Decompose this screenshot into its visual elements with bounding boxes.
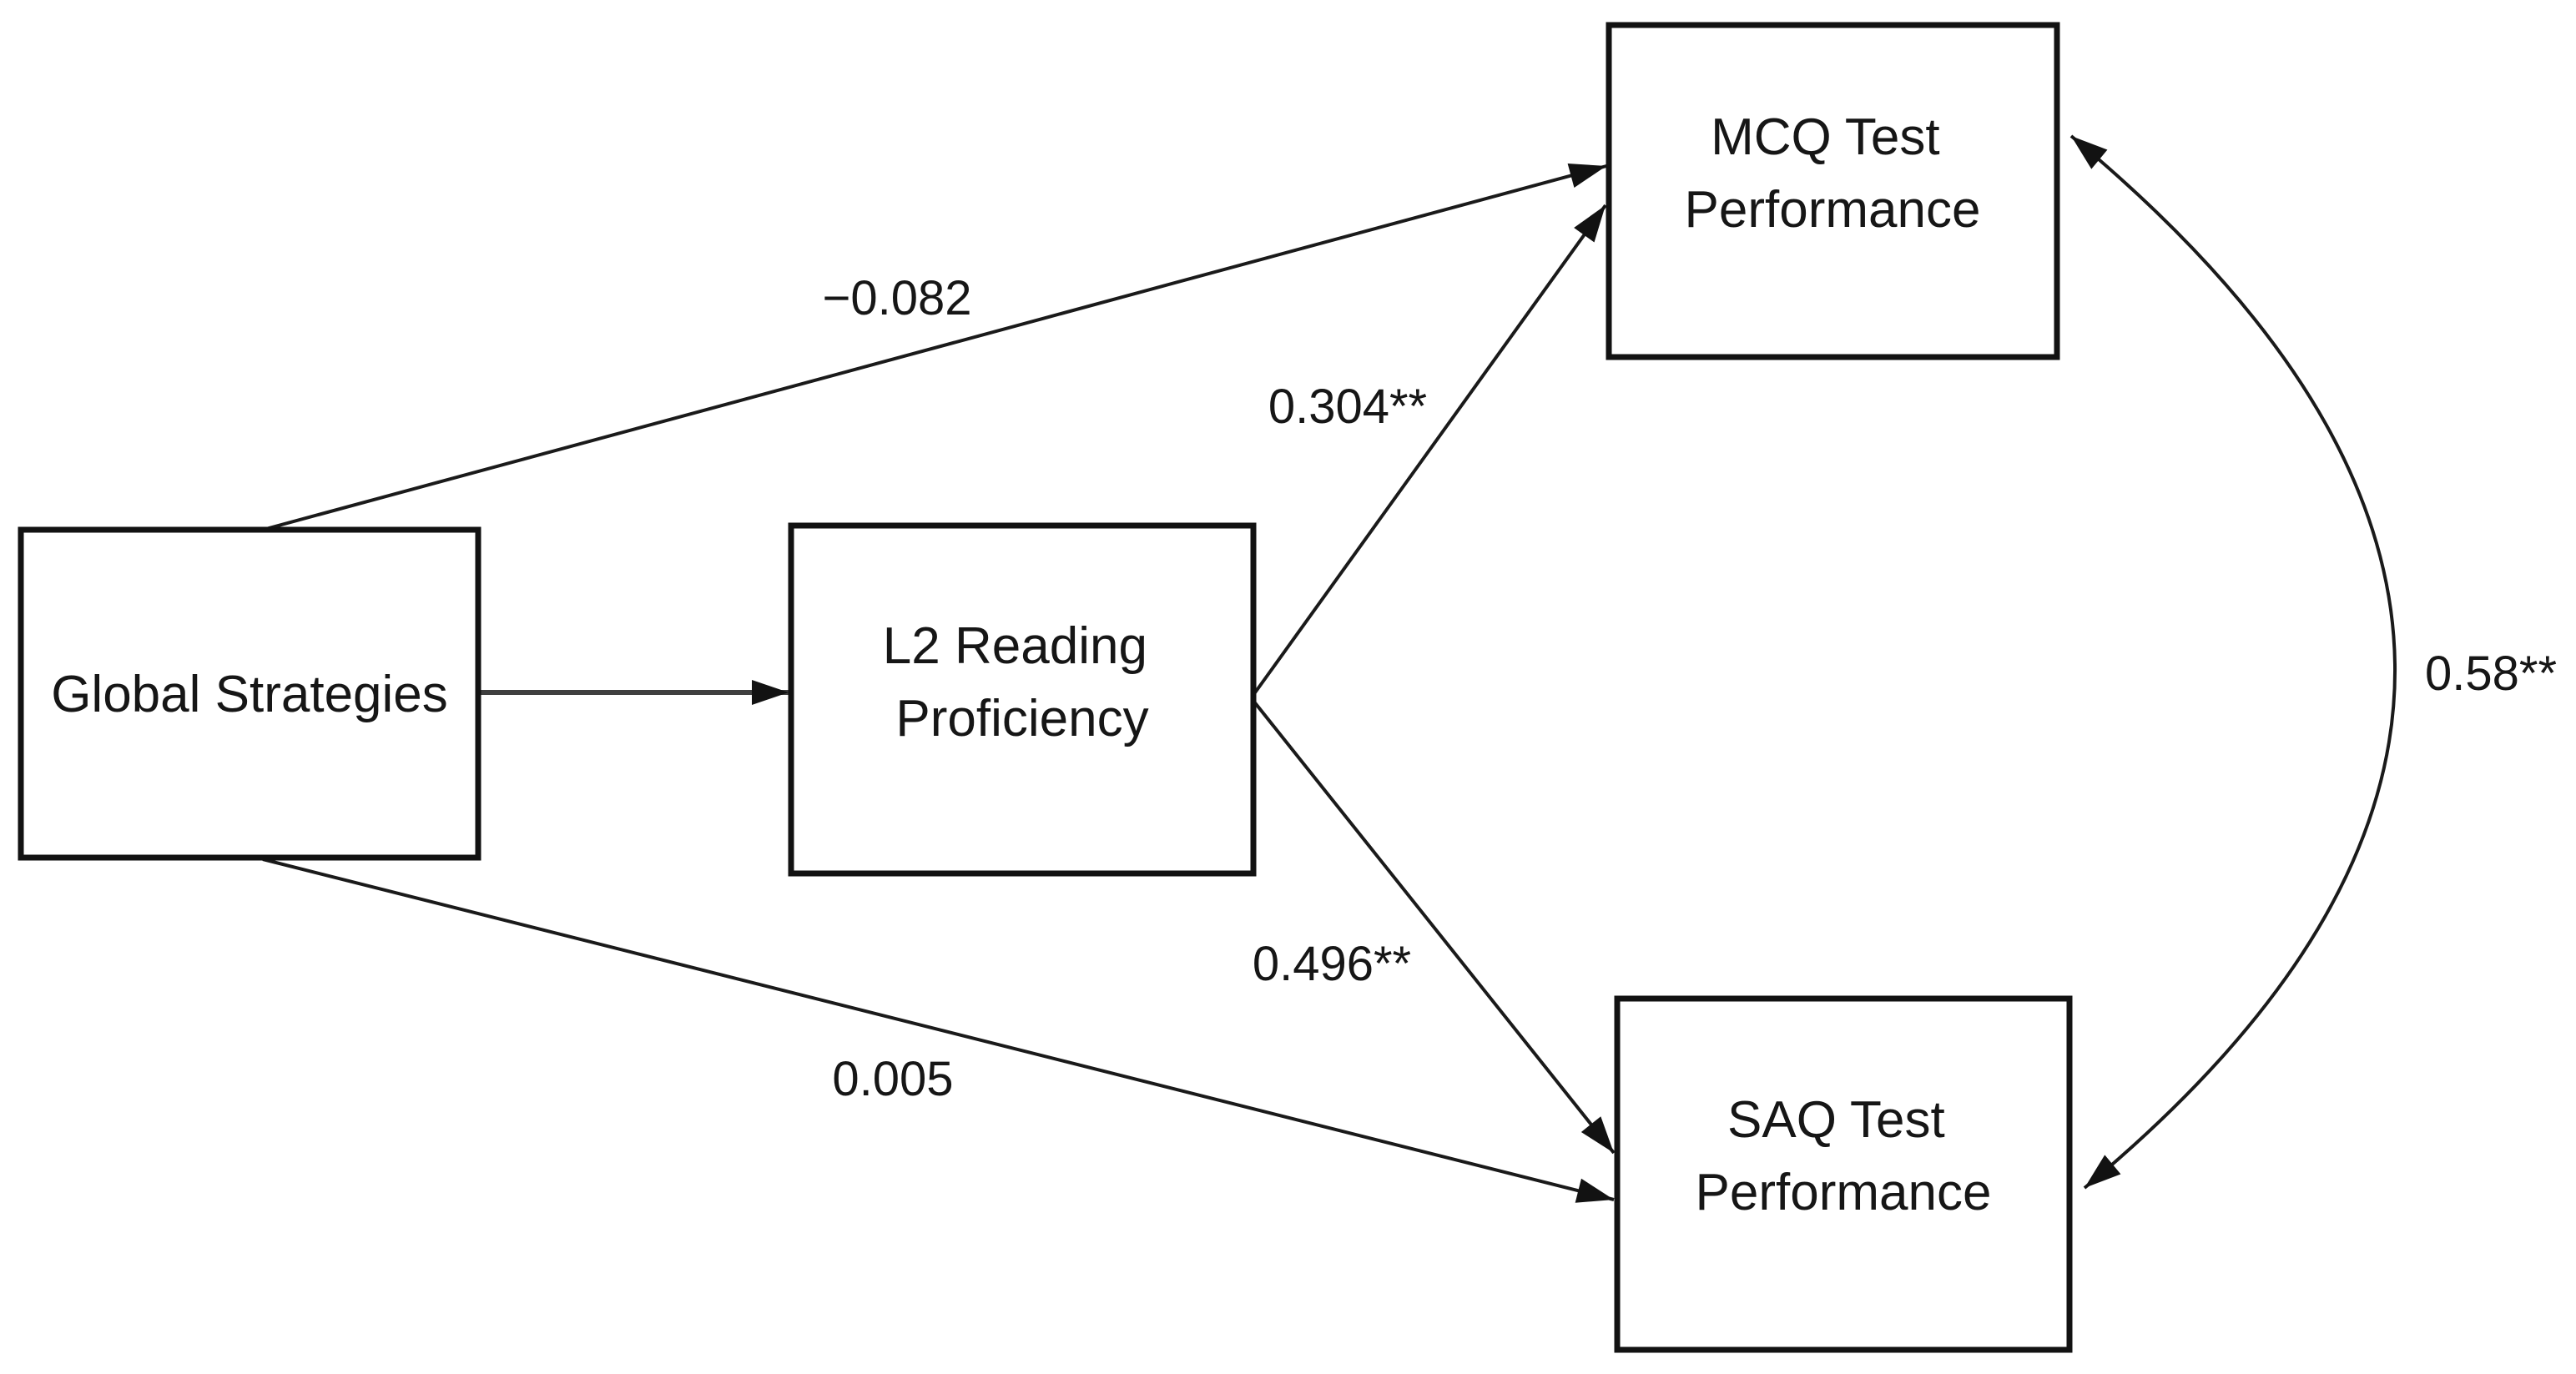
- edge-line-l2-to-mcq: [1252, 204, 1607, 697]
- node-l2-reading-proficiency-label: L2 Reading Proficiency: [883, 617, 1162, 747]
- node-mcq-line-2: Performance: [1685, 181, 1981, 239]
- edge-label-l2-to-saq: 0.496**: [1253, 937, 1411, 991]
- edge-global-to-saq: 0.005: [262, 858, 1615, 1203]
- node-saq-line-2: Performance: [1696, 1164, 1992, 1221]
- edge-mcq-saq-covariance: 0.58**: [2069, 134, 2557, 1190]
- node-saq-test-performance-label: SAQ Test Performance: [1696, 1091, 1992, 1221]
- edge-label-global-to-saq: 0.005: [832, 1052, 953, 1106]
- node-mcq-test-performance-box: [1606, 22, 2060, 360]
- node-saq-line-1: SAQ Test: [1727, 1091, 1945, 1149]
- edge-curve-mcq-saq-covariance: [2069, 134, 2397, 1190]
- node-l2-reading-proficiency: L2 Reading Proficiency: [788, 522, 1257, 877]
- edge-line-l2-to-saq: [1252, 699, 1616, 1155]
- edge-line-global-to-mcq: [262, 164, 1607, 531]
- node-global-strategies: Global Strategies: [18, 526, 481, 861]
- node-saq-test-performance: SAQ Test Performance: [1614, 995, 2073, 1353]
- node-global-strategies-label: Global Strategies: [51, 666, 448, 723]
- node-l2-line-1: L2 Reading: [883, 617, 1147, 675]
- edge-label-mcq-saq-covariance: 0.58**: [2425, 647, 2557, 701]
- edge-global-to-mcq: −0.082: [262, 164, 1607, 531]
- node-mcq-test-performance: MCQ Test Performance: [1606, 22, 2060, 360]
- node-saq-test-performance-box: [1614, 995, 2073, 1353]
- node-mcq-test-performance-label: MCQ Test Performance: [1685, 108, 1981, 239]
- edge-line-global-to-saq: [262, 858, 1615, 1203]
- node-mcq-line-1: MCQ Test: [1711, 108, 1939, 166]
- node-l2-line-2: Proficiency: [895, 690, 1148, 747]
- edge-label-l2-to-mcq: 0.304**: [1268, 380, 1427, 434]
- edge-l2-to-mcq: 0.304**: [1252, 204, 1607, 697]
- edge-l2-to-saq: 0.496**: [1252, 699, 1616, 1155]
- edge-label-global-to-mcq: −0.082: [822, 271, 971, 325]
- node-global-strategies-box: [18, 526, 481, 861]
- node-l2-reading-proficiency-box: [788, 522, 1257, 877]
